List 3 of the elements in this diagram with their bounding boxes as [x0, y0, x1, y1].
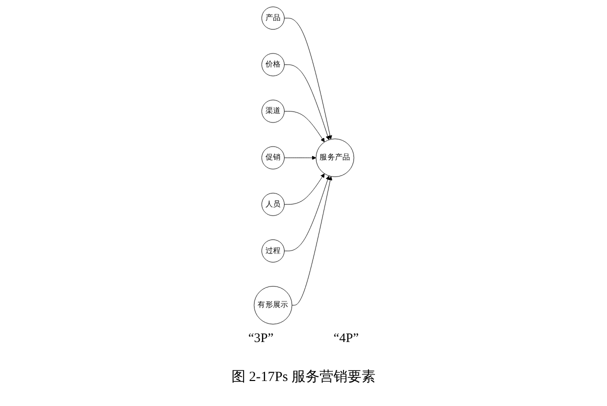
- figure-caption: 图 2-17Ps 服务营销要素: [232, 370, 376, 385]
- group-label: “4P”: [334, 330, 359, 346]
- group-label: “3P”: [248, 330, 274, 346]
